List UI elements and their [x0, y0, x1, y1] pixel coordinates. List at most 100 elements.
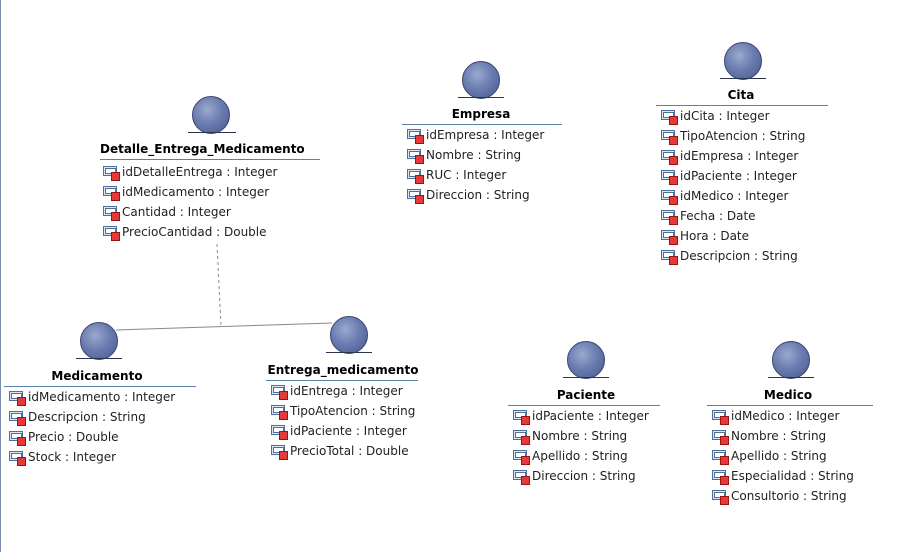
entity-separator — [707, 405, 873, 406]
attribute-field-icon — [660, 129, 678, 145]
attribute-row[interactable]: idMedico : Integer — [660, 186, 805, 206]
attribute-label: TipoAtencion : String — [290, 404, 416, 418]
attribute-row[interactable]: Direccion : String — [512, 466, 649, 486]
attribute-row[interactable]: idMedicamento : Integer — [8, 387, 175, 407]
attribute-label: Fecha : Date — [680, 209, 756, 223]
attribute-row[interactable]: Stock : Integer — [8, 447, 175, 467]
attribute-row[interactable]: Nombre : String — [711, 426, 854, 446]
attribute-field-icon — [711, 449, 729, 465]
attribute-row[interactable]: idCita : Integer — [660, 106, 805, 126]
attribute-row[interactable]: TipoAtencion : String — [660, 126, 805, 146]
entity-ball-icon — [772, 341, 810, 379]
entity-ball-base — [76, 358, 122, 359]
attribute-field-icon — [270, 404, 288, 420]
attribute-row[interactable]: idMedicamento : Integer — [102, 182, 277, 202]
attribute-row[interactable]: PrecioCantidad : Double — [102, 222, 277, 242]
attribute-label: Stock : Integer — [28, 450, 117, 464]
attribute-label: idPaciente : Integer — [680, 169, 797, 183]
attribute-label: Nombre : String — [532, 429, 628, 443]
attribute-row[interactable]: Descripcion : String — [8, 407, 175, 427]
attribute-row[interactable]: idPaciente : Integer — [660, 166, 805, 186]
attribute-list: idDetalleEntrega : Integer idMedicamento… — [102, 162, 277, 242]
entity-title: Empresa — [451, 107, 511, 121]
attribute-field-icon — [660, 149, 678, 165]
attribute-field-icon — [711, 409, 729, 425]
attribute-field-icon — [406, 128, 424, 144]
attribute-field-icon — [660, 229, 678, 245]
attribute-field-icon — [512, 449, 530, 465]
attribute-label: Descripcion : String — [680, 249, 798, 263]
attribute-row[interactable]: Fecha : Date — [660, 206, 805, 226]
entity-ball-base — [326, 352, 372, 353]
attribute-field-icon — [660, 209, 678, 225]
attribute-row[interactable]: Direccion : String — [406, 185, 544, 205]
attribute-field-icon — [270, 384, 288, 400]
attribute-row[interactable]: PrecioTotal : Double — [270, 441, 415, 461]
attribute-field-icon — [406, 148, 424, 164]
attribute-row[interactable]: idEmpresa : Integer — [660, 146, 805, 166]
attribute-row[interactable]: TipoAtencion : String — [270, 401, 415, 421]
attribute-field-icon — [660, 189, 678, 205]
attribute-field-icon — [8, 430, 26, 446]
attribute-field-icon — [660, 249, 678, 265]
attribute-field-icon — [8, 390, 26, 406]
attribute-row[interactable]: Hora : Date — [660, 226, 805, 246]
attribute-label: Consultorio : String — [731, 489, 847, 503]
attribute-row[interactable]: Apellido : String — [711, 446, 854, 466]
attribute-label: idCita : Integer — [680, 109, 770, 123]
attribute-field-icon — [711, 489, 729, 505]
attribute-label: idPaciente : Integer — [532, 409, 649, 423]
attribute-label: TipoAtencion : String — [680, 129, 806, 143]
attribute-label: Direccion : String — [532, 469, 636, 483]
entity-title: Medico — [763, 388, 813, 402]
attribute-label: RUC : Integer — [426, 168, 507, 182]
attribute-field-icon — [406, 188, 424, 204]
entity-title: Entrega_medicamento — [267, 363, 419, 377]
association-line-medicamento-entrega[interactable] — [115, 322, 333, 331]
entity-ball-icon — [724, 42, 762, 80]
attribute-label: idMedicamento : Integer — [122, 185, 270, 199]
attribute-row[interactable]: Apellido : String — [512, 446, 649, 466]
attribute-row[interactable]: idMedico : Integer — [711, 406, 854, 426]
attribute-row[interactable]: Cantidad : Integer — [102, 202, 277, 222]
attribute-row[interactable]: Precio : Double — [8, 427, 175, 447]
attribute-field-icon — [660, 109, 678, 125]
attribute-label: Direccion : String — [426, 188, 530, 202]
attribute-row[interactable]: idPaciente : Integer — [512, 406, 649, 426]
attribute-field-icon — [660, 169, 678, 185]
attribute-row[interactable]: Especialidad : String — [711, 466, 854, 486]
attribute-list: idPaciente : Integer Nombre : String Ape… — [512, 406, 649, 486]
attribute-field-icon — [102, 185, 120, 201]
attribute-list: idMedico : Integer Nombre : String Apell… — [711, 406, 854, 506]
attribute-row[interactable]: idEmpresa : Integer — [406, 125, 544, 145]
attribute-field-icon — [512, 429, 530, 445]
attribute-row[interactable]: Consultorio : String — [711, 486, 854, 506]
attribute-label: Descripcion : String — [28, 410, 146, 424]
association-class-link-detalle[interactable] — [216, 243, 222, 327]
attribute-row[interactable]: Descripcion : String — [660, 246, 805, 266]
entity-separator — [266, 380, 418, 381]
attribute-field-icon — [102, 225, 120, 241]
attribute-label: Especialidad : String — [731, 469, 854, 483]
attribute-label: Nombre : String — [426, 148, 522, 162]
entity-ball-base — [768, 377, 814, 378]
attribute-row[interactable]: Nombre : String — [406, 145, 544, 165]
attribute-list: idCita : Integer TipoAtencion : String i… — [660, 106, 805, 266]
attribute-label: Apellido : String — [731, 449, 827, 463]
attribute-row[interactable]: Nombre : String — [512, 426, 649, 446]
attribute-row[interactable]: idEntrega : Integer — [270, 381, 415, 401]
attribute-field-icon — [270, 444, 288, 460]
attribute-row[interactable]: RUC : Integer — [406, 165, 544, 185]
entity-title: Medicamento — [51, 369, 143, 383]
canvas-left-border — [0, 0, 1, 552]
attribute-row[interactable]: idDetalleEntrega : Integer — [102, 162, 277, 182]
attribute-label: Apellido : String — [532, 449, 628, 463]
attribute-label: idEmpresa : Integer — [680, 149, 799, 163]
entity-ball-icon — [330, 316, 368, 354]
attribute-label: idDetalleEntrega : Integer — [122, 165, 278, 179]
attribute-field-icon — [102, 205, 120, 221]
entity-ball-base — [720, 78, 766, 79]
attribute-label: Hora : Date — [680, 229, 750, 243]
attribute-row[interactable]: idPaciente : Integer — [270, 421, 415, 441]
entity-ball-icon — [462, 61, 500, 99]
